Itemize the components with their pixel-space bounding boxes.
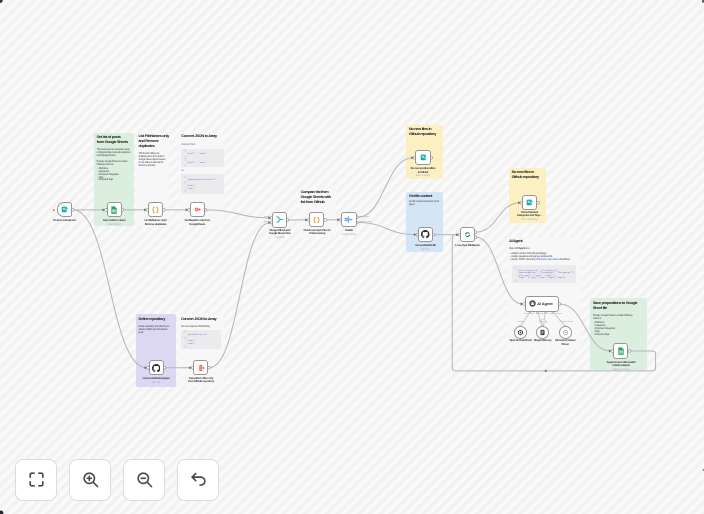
svg-text:{}: {} — [152, 207, 160, 214]
svg-text:{}: {} — [313, 217, 321, 224]
